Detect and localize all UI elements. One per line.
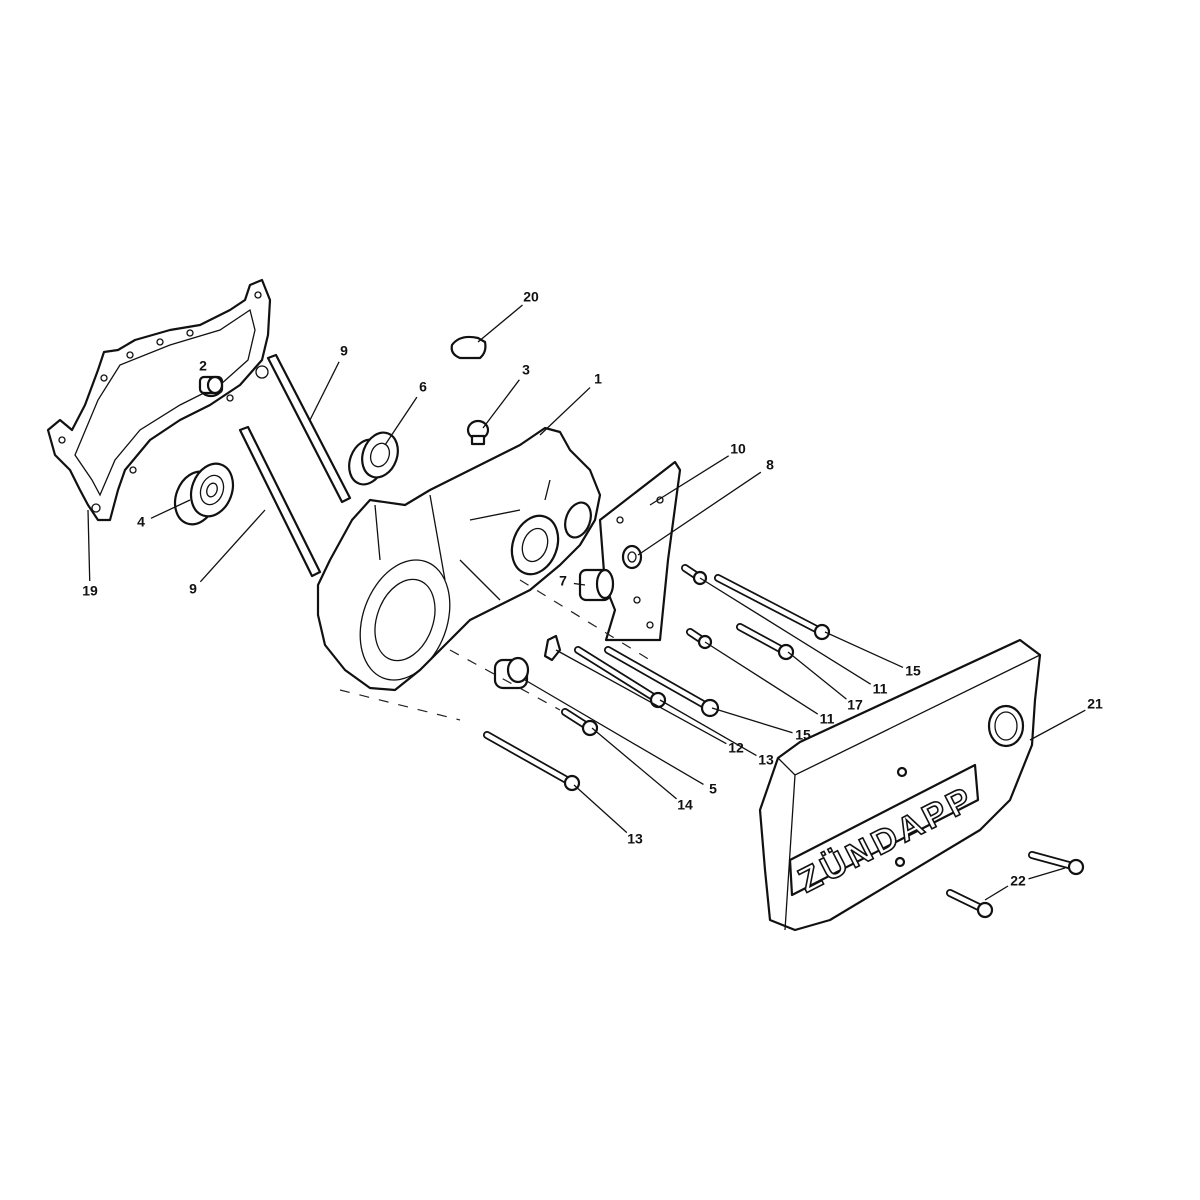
callout-19: 19 <box>82 509 98 599</box>
callout-13: 13 <box>573 784 643 847</box>
callout-21: 21 <box>1029 696 1103 741</box>
leader-line <box>309 361 340 421</box>
leader-line <box>87 509 91 582</box>
callout-label: 9 <box>189 581 197 597</box>
callout-7: 7 <box>559 573 586 589</box>
bolt <box>686 628 713 650</box>
callout-label: 9 <box>340 343 348 359</box>
leader-line <box>787 651 847 700</box>
callout-label: 1 <box>594 371 602 387</box>
callout-label: 11 <box>873 681 888 697</box>
callout-2: 2 <box>199 358 212 381</box>
bolt <box>604 646 720 718</box>
callout-label: 5 <box>709 781 717 797</box>
callout-10: 10 <box>649 441 746 506</box>
callout-5: 5 <box>524 679 717 797</box>
callout-label: 17 <box>847 697 863 713</box>
callout-label: 4 <box>137 514 145 530</box>
callout-4: 4 <box>137 499 191 530</box>
bolt <box>736 623 795 661</box>
callout-15: 15 <box>711 707 811 743</box>
callout-3: 3 <box>482 362 530 429</box>
callout-label: 20 <box>523 289 539 305</box>
leader-line <box>699 577 872 685</box>
ball-bearing-6 <box>348 431 399 486</box>
callout-label: 6 <box>419 379 427 395</box>
callout-label: 8 <box>766 457 774 473</box>
callout-label: 21 <box>1087 696 1103 712</box>
bolt <box>714 574 831 641</box>
callout-label: 19 <box>82 583 98 599</box>
bolt <box>483 731 581 792</box>
leader-line <box>1029 709 1086 741</box>
leader-line <box>984 885 1009 901</box>
callout-label: 7 <box>559 573 567 589</box>
leader-line <box>150 499 191 519</box>
ball-bearing-4 <box>173 462 235 526</box>
crankcase-1 <box>316 426 602 692</box>
leader-line <box>539 387 591 436</box>
callout-label: 10 <box>730 441 746 457</box>
callout-20: 20 <box>477 289 539 343</box>
callout-9: 9 <box>189 509 266 597</box>
callout-9: 9 <box>309 343 348 421</box>
leader-line <box>573 784 628 834</box>
callout-11: 11 <box>704 641 835 727</box>
callout-label: 2 <box>199 358 207 374</box>
leader-line <box>555 649 727 745</box>
callout-label: 13 <box>627 831 643 847</box>
gasket-19 <box>46 278 272 522</box>
callout-11: 11 <box>699 577 888 697</box>
callout-15: 15 <box>824 631 921 679</box>
stud-9-upper <box>266 353 352 504</box>
seal-8 <box>621 544 643 570</box>
plug-3 <box>466 419 490 446</box>
callout-12: 12 <box>555 649 744 756</box>
leader-line <box>524 679 704 786</box>
stud-9-lower <box>238 425 322 578</box>
ring-7 <box>578 568 615 602</box>
leader-line <box>711 707 793 734</box>
bolt <box>574 646 667 709</box>
callout-label: 15 <box>905 663 921 679</box>
leader-line <box>482 379 520 429</box>
leader-line <box>659 699 757 757</box>
bolt <box>561 708 599 737</box>
callout-17: 17 <box>787 651 863 713</box>
leader-line <box>199 509 266 583</box>
callout-8: 8 <box>637 457 774 556</box>
leader-line <box>704 641 819 715</box>
callout-label: 11 <box>820 711 835 727</box>
leader-line <box>477 304 523 343</box>
leader-line <box>637 471 762 556</box>
leader-line <box>573 582 586 586</box>
clip-12 <box>543 634 562 662</box>
callout-1: 1 <box>539 371 602 436</box>
leader-line <box>824 631 904 669</box>
leader-line <box>384 396 418 446</box>
callout-22: 22 <box>1010 867 1066 889</box>
leader-line <box>649 455 730 506</box>
needle-bearing-2 <box>198 375 224 398</box>
callout-label: 14 <box>677 797 693 813</box>
leader-line <box>1028 867 1066 880</box>
callout-label: 3 <box>522 362 530 378</box>
leader-line <box>208 376 212 381</box>
callout-label: 12 <box>728 740 744 756</box>
bolt <box>1028 851 1085 876</box>
bolt <box>946 889 994 919</box>
callout-label: 22 <box>1010 873 1026 889</box>
cover-21: ZÜNDAPP <box>758 638 1042 932</box>
callout-label: 15 <box>795 727 811 743</box>
ring-5 <box>493 656 530 690</box>
callout-14: 14 <box>591 727 693 813</box>
callout-label: 13 <box>758 752 774 768</box>
leader-line <box>591 727 677 800</box>
bolt <box>681 564 708 586</box>
callout-6: 6 <box>384 379 427 446</box>
callout-13: 13 <box>659 699 774 768</box>
cap-20 <box>450 335 487 360</box>
